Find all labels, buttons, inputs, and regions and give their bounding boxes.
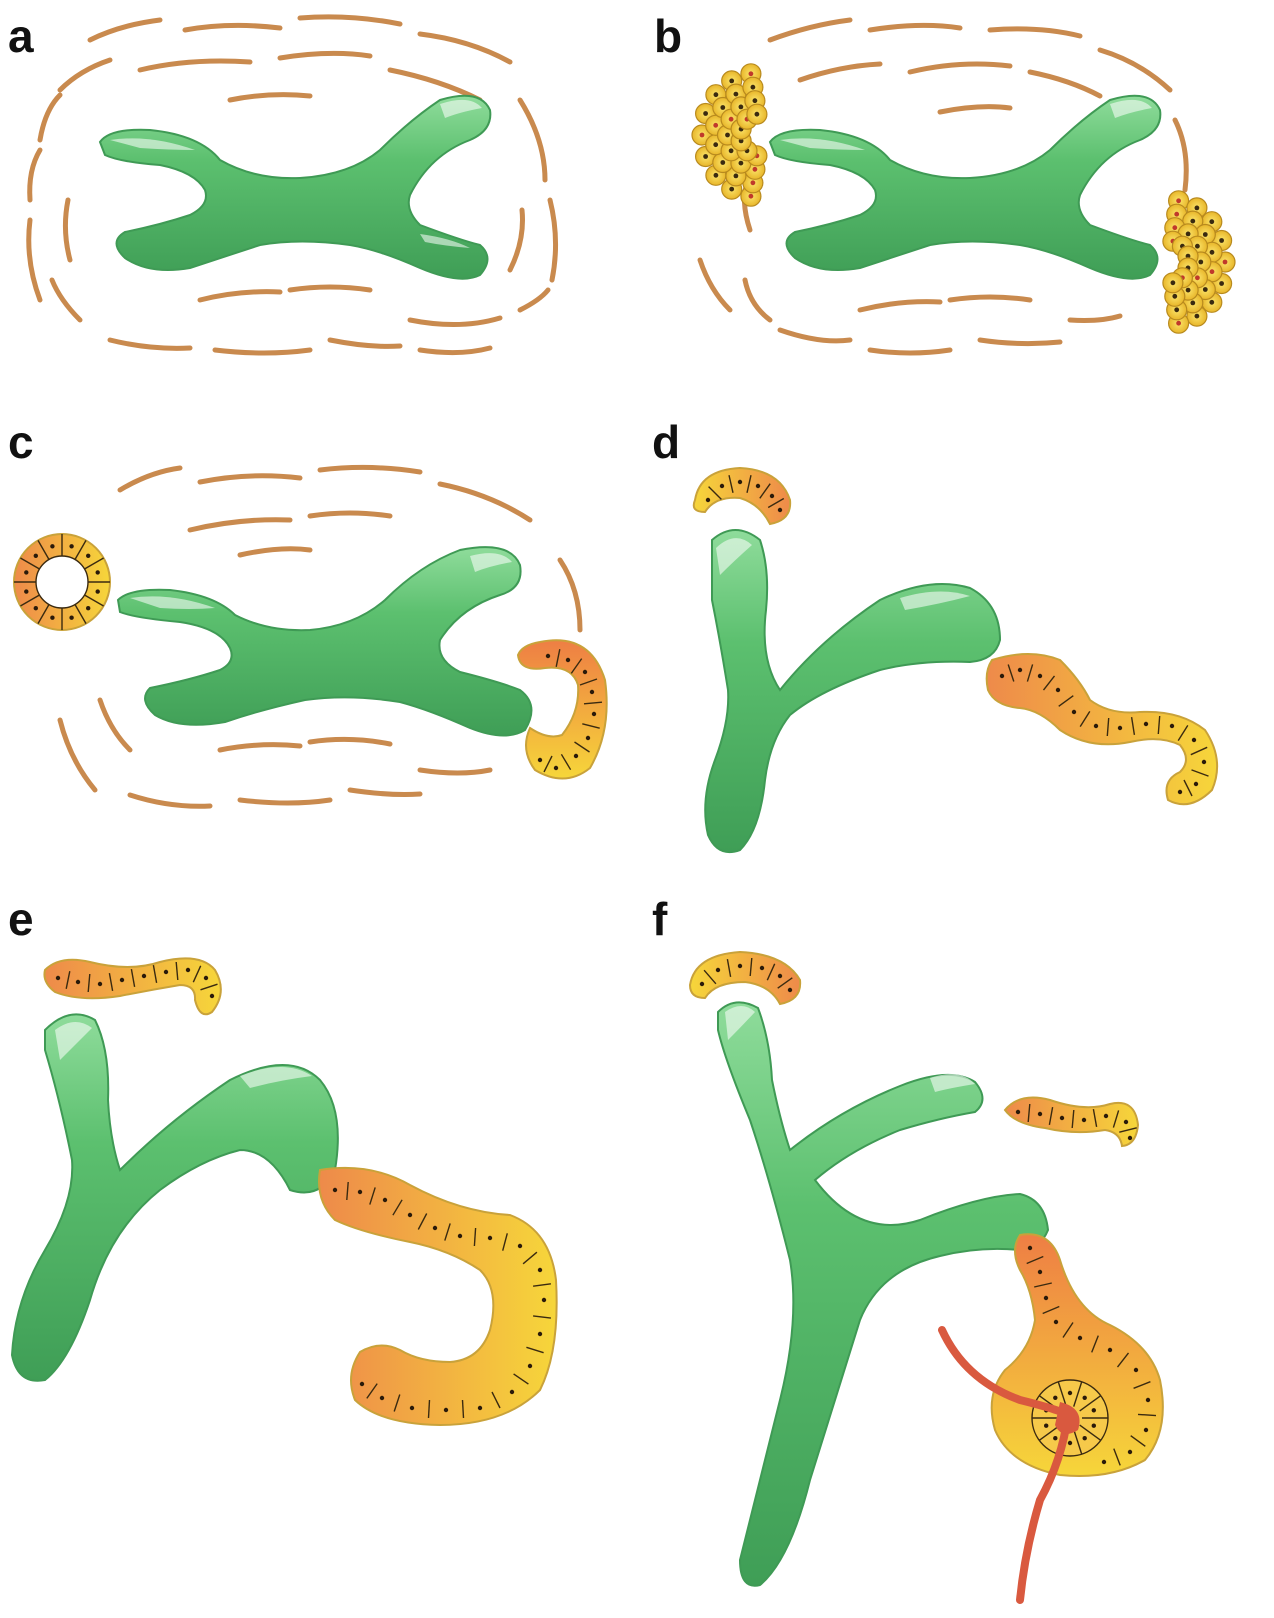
nephron-glomerulus-f xyxy=(992,1234,1163,1476)
panel-label-f: f xyxy=(652,893,668,945)
panel-label-d: d xyxy=(652,416,680,468)
s-shaped-body-top-e xyxy=(44,958,220,1014)
s-shaped-body-top-f xyxy=(690,952,800,1004)
s-shaped-body-e xyxy=(319,1168,557,1425)
s-shaped-body-mid-f xyxy=(1005,1098,1138,1146)
panel-label-b: b xyxy=(654,10,682,62)
panel-d: d xyxy=(652,416,1217,852)
ureteric-bud-e xyxy=(12,1014,338,1380)
ureteric-bud-c xyxy=(118,547,531,735)
renal-vesicle-c xyxy=(14,534,110,630)
ureteric-bud-b xyxy=(770,96,1160,279)
panel-label-e: e xyxy=(8,893,34,945)
ureteric-bud-d xyxy=(705,530,1000,852)
panel-e: e xyxy=(8,893,557,1425)
s-shaped-body-d xyxy=(987,654,1217,804)
panel-label-a: a xyxy=(8,10,34,62)
panel-a: a xyxy=(8,10,556,353)
ureteric-bud-a xyxy=(100,96,490,279)
ureteric-bud-f xyxy=(718,1002,1048,1585)
panel-b: b xyxy=(654,10,1235,353)
s-shaped-body-top-d xyxy=(694,468,790,524)
panel-label-c: c xyxy=(8,416,34,468)
panel-f: f xyxy=(652,893,1163,1600)
cell-aggregate-b-right xyxy=(1163,191,1235,333)
panel-c: c xyxy=(8,416,607,806)
cell-aggregate-b-left xyxy=(692,64,767,206)
